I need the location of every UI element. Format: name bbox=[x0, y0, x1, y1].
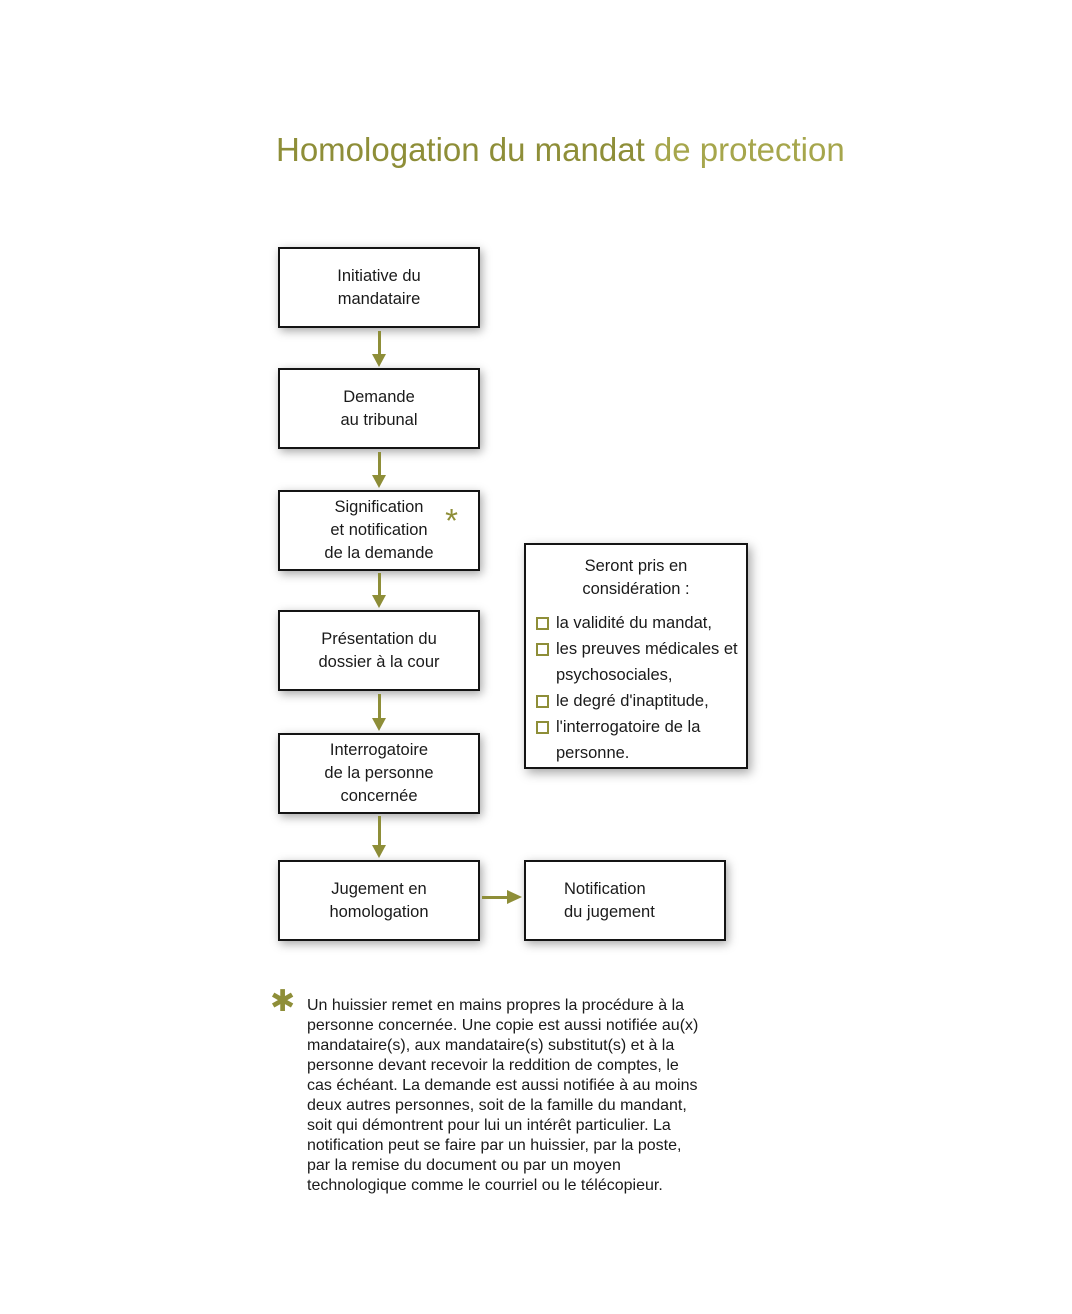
flow-box-jugement: Jugement en homologation bbox=[278, 860, 480, 941]
arrow-stem bbox=[377, 816, 381, 845]
footnote-marker-asterisk-icon: ✱ bbox=[270, 984, 296, 1019]
square-bullet-icon bbox=[536, 721, 549, 734]
consideration-item-label: l'interrogatoire de la personne. bbox=[556, 718, 701, 762]
arrow-down-3 bbox=[371, 573, 387, 608]
consideration-item: le degré d'inaptitude, bbox=[534, 688, 738, 714]
page-title-main: Homologation du mandat bbox=[276, 131, 645, 168]
arrow-head-icon bbox=[372, 718, 386, 731]
arrow-stem bbox=[377, 452, 381, 475]
flow-box-demande-label: Demande au tribunal bbox=[340, 387, 418, 429]
arrow-head-icon bbox=[372, 845, 386, 858]
arrow-head-icon bbox=[372, 354, 386, 367]
arrow-down-2 bbox=[371, 452, 387, 488]
flow-box-notification: Notification du jugement bbox=[524, 860, 726, 941]
consideration-item: la validité du mandat, bbox=[534, 610, 738, 636]
flow-box-signification: Signification et notification de la dema… bbox=[278, 490, 480, 571]
consideration-item-label: les preuves médicales et psychosociales, bbox=[556, 640, 738, 684]
consideration-item-label: le degré d'inaptitude, bbox=[556, 692, 709, 710]
arrow-stem bbox=[377, 694, 381, 718]
consideration-item: l'interrogatoire de la personne. bbox=[534, 714, 738, 766]
square-bullet-icon bbox=[536, 643, 549, 656]
arrow-stem bbox=[377, 331, 381, 354]
arrow-stem bbox=[377, 573, 381, 595]
flow-box-presentation-label: Présentation du dossier à la cour bbox=[318, 629, 440, 671]
page-title-suffix: de protection bbox=[644, 131, 845, 168]
square-bullet-icon bbox=[536, 695, 549, 708]
flow-box-notification-label: Notification du jugement bbox=[564, 879, 655, 921]
page-title: Homologation du mandat de protection bbox=[276, 131, 845, 169]
arrow-down-1 bbox=[371, 331, 387, 367]
consideration-item-label: la validité du mandat, bbox=[556, 614, 712, 632]
arrow-down-5 bbox=[371, 816, 387, 858]
square-bullet-icon bbox=[536, 617, 549, 630]
arrow-head-icon bbox=[372, 475, 386, 488]
consideration-item: les preuves médicales et psychosociales, bbox=[534, 636, 738, 688]
flow-box-interrogatoire: Interrogatoire de la personne concernée bbox=[278, 733, 480, 814]
flow-box-presentation: Présentation du dossier à la cour bbox=[278, 610, 480, 691]
flow-box-initiative: Initiative du mandataire bbox=[278, 247, 480, 328]
flow-box-initiative-label: Initiative du mandataire bbox=[337, 266, 421, 308]
arrow-head-icon bbox=[507, 890, 522, 904]
consideration-header: Seront pris en considération : bbox=[582, 557, 690, 598]
arrow-stem bbox=[482, 895, 507, 899]
footnote-asterisk-icon: * bbox=[445, 502, 458, 539]
flow-box-interrogatoire-label: Interrogatoire de la personne concernée bbox=[324, 741, 434, 805]
arrow-head-icon bbox=[372, 595, 386, 608]
arrow-right-jugement-notification bbox=[482, 890, 522, 904]
flow-box-jugement-label: Jugement en homologation bbox=[329, 879, 429, 921]
flow-box-demande: Demande au tribunal bbox=[278, 368, 480, 449]
consideration-box: Seront pris en considération : la validi… bbox=[524, 543, 748, 769]
footnote-text: Un huissier remet en mains propres la pr… bbox=[307, 997, 699, 1194]
flow-box-signification-label: Signification et notification de la dema… bbox=[324, 498, 434, 562]
arrow-down-4 bbox=[371, 694, 387, 731]
